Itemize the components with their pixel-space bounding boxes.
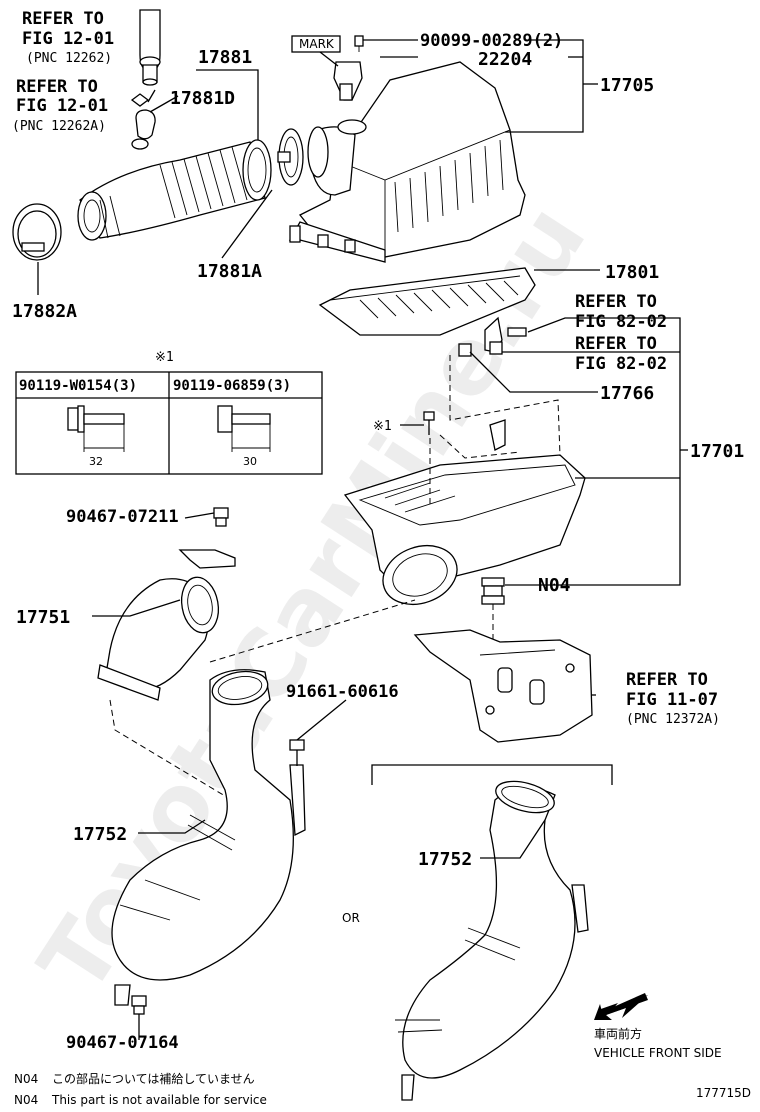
case-screw-drawing — [423, 411, 435, 435]
part-90467-07164[interactable]: 90467-07164 — [66, 1033, 179, 1053]
long-duct-drawing — [111, 669, 306, 1006]
note-symbol-screw: ※1 — [373, 419, 392, 434]
note-en-text: This part is not available for service — [51, 1093, 267, 1107]
ref-fig1201-b-line2[interactable]: FIG 12-01 — [16, 96, 108, 116]
ref-fig1107-line3: (PNC 12372A) — [626, 712, 720, 727]
front-label-en: VEHICLE FRONT SIDE — [594, 1046, 722, 1060]
air-cleaner-cap-drawing — [288, 61, 526, 263]
part-17881D[interactable]: 17881D — [170, 88, 235, 109]
ref-fig1201-a-line1[interactable]: REFER TO — [22, 9, 104, 29]
intake-hose-drawing — [77, 139, 272, 241]
note-jp-text: この部品については補給していません — [52, 1071, 255, 1086]
part-17752-left[interactable]: 17752 — [73, 824, 127, 845]
part-90099-00289[interactable]: 90099-00289(2) — [420, 31, 563, 51]
flange-bolt-icon — [67, 405, 125, 452]
table-col2-part: 90119-06859(3) — [173, 378, 291, 394]
hose-clamp-drawing — [12, 203, 62, 261]
ref-fig8202-b-line1[interactable]: REFER TO — [575, 334, 657, 354]
ref-fig8202-a-line2[interactable]: FIG 82-02 — [575, 312, 667, 332]
mark-label: MARK — [299, 37, 335, 51]
front-label-jp: 車両前方 — [594, 1026, 642, 1041]
table-col1-part: 90119-W0154(3) — [19, 378, 137, 394]
elbow-duct-drawing — [97, 549, 236, 701]
ref-fig1107-line2[interactable]: FIG 11-07 — [626, 690, 718, 710]
note-en-code: N04 — [14, 1093, 38, 1107]
ref-fig1201-a-line2[interactable]: FIG 12-01 — [22, 29, 114, 49]
alternative-bracket — [371, 764, 613, 785]
ref-fig1201-b-line1[interactable]: REFER TO — [16, 77, 98, 97]
table-col2-dim: 30 — [243, 455, 257, 468]
part-17801[interactable]: 17801 — [605, 262, 659, 283]
part-17705[interactable]: 17705 — [600, 75, 654, 96]
gasket-rings-drawing — [277, 128, 304, 186]
part-17766[interactable]: 17766 — [600, 383, 654, 404]
alternative-duct-drawing — [395, 780, 589, 1101]
part-22204[interactable]: 22204 — [478, 49, 532, 70]
ref-fig1201-a-line3: (PNC 12262) — [26, 51, 112, 66]
part-91661-60616[interactable]: 91661-60616 — [286, 682, 399, 702]
bolt-90467-07211-drawing — [213, 507, 229, 527]
air-cleaner-case-drawing — [343, 419, 586, 605]
ref-fig1107-line1[interactable]: REFER TO — [626, 670, 708, 690]
bolt-90467-07164-drawing — [131, 995, 147, 1015]
case-bracket-drawing — [458, 316, 527, 357]
leader-lines — [37, 39, 688, 1040]
mount-bracket-drawing — [413, 629, 593, 743]
upper-pipe-drawing — [139, 9, 161, 86]
air-filter-element-drawing — [318, 267, 536, 336]
part-90467-07211[interactable]: 90467-07211 — [66, 507, 179, 527]
or-label: OR — [342, 911, 360, 925]
bolt-91661-drawing — [289, 739, 305, 766]
part-17881[interactable]: 17881 — [198, 47, 252, 68]
ref-fig8202-a-line1[interactable]: REFER TO — [575, 292, 657, 312]
part-17881A[interactable]: 17881A — [197, 261, 262, 282]
airflow-sensor-drawing — [333, 35, 364, 101]
grommet-drawing — [130, 93, 156, 150]
hex-bolt-icon — [217, 405, 271, 452]
note-jp-code: N04 — [14, 1072, 38, 1086]
part-17752-right[interactable]: 17752 — [418, 849, 472, 870]
vehicle-front-arrow-icon — [594, 993, 648, 1020]
bolt-spec-table: ※1 90119-W0154(3) 90119-06859(3) 32 30 — [15, 350, 323, 475]
part-17701[interactable]: 17701 — [690, 441, 744, 462]
part-N04[interactable]: N04 — [538, 575, 571, 596]
ref-fig1201-b-line3: (PNC 12262A) — [12, 119, 106, 134]
figure-id: 177715D — [696, 1086, 751, 1100]
table-col1-dim: 32 — [89, 455, 103, 468]
mark-box — [291, 35, 341, 53]
part-17882A[interactable]: 17882A — [12, 301, 77, 322]
table-symbol: ※1 — [155, 350, 174, 365]
n04-grommet-drawing — [481, 577, 505, 605]
part-17751[interactable]: 17751 — [16, 607, 70, 628]
ref-fig8202-b-line2[interactable]: FIG 82-02 — [575, 354, 667, 374]
